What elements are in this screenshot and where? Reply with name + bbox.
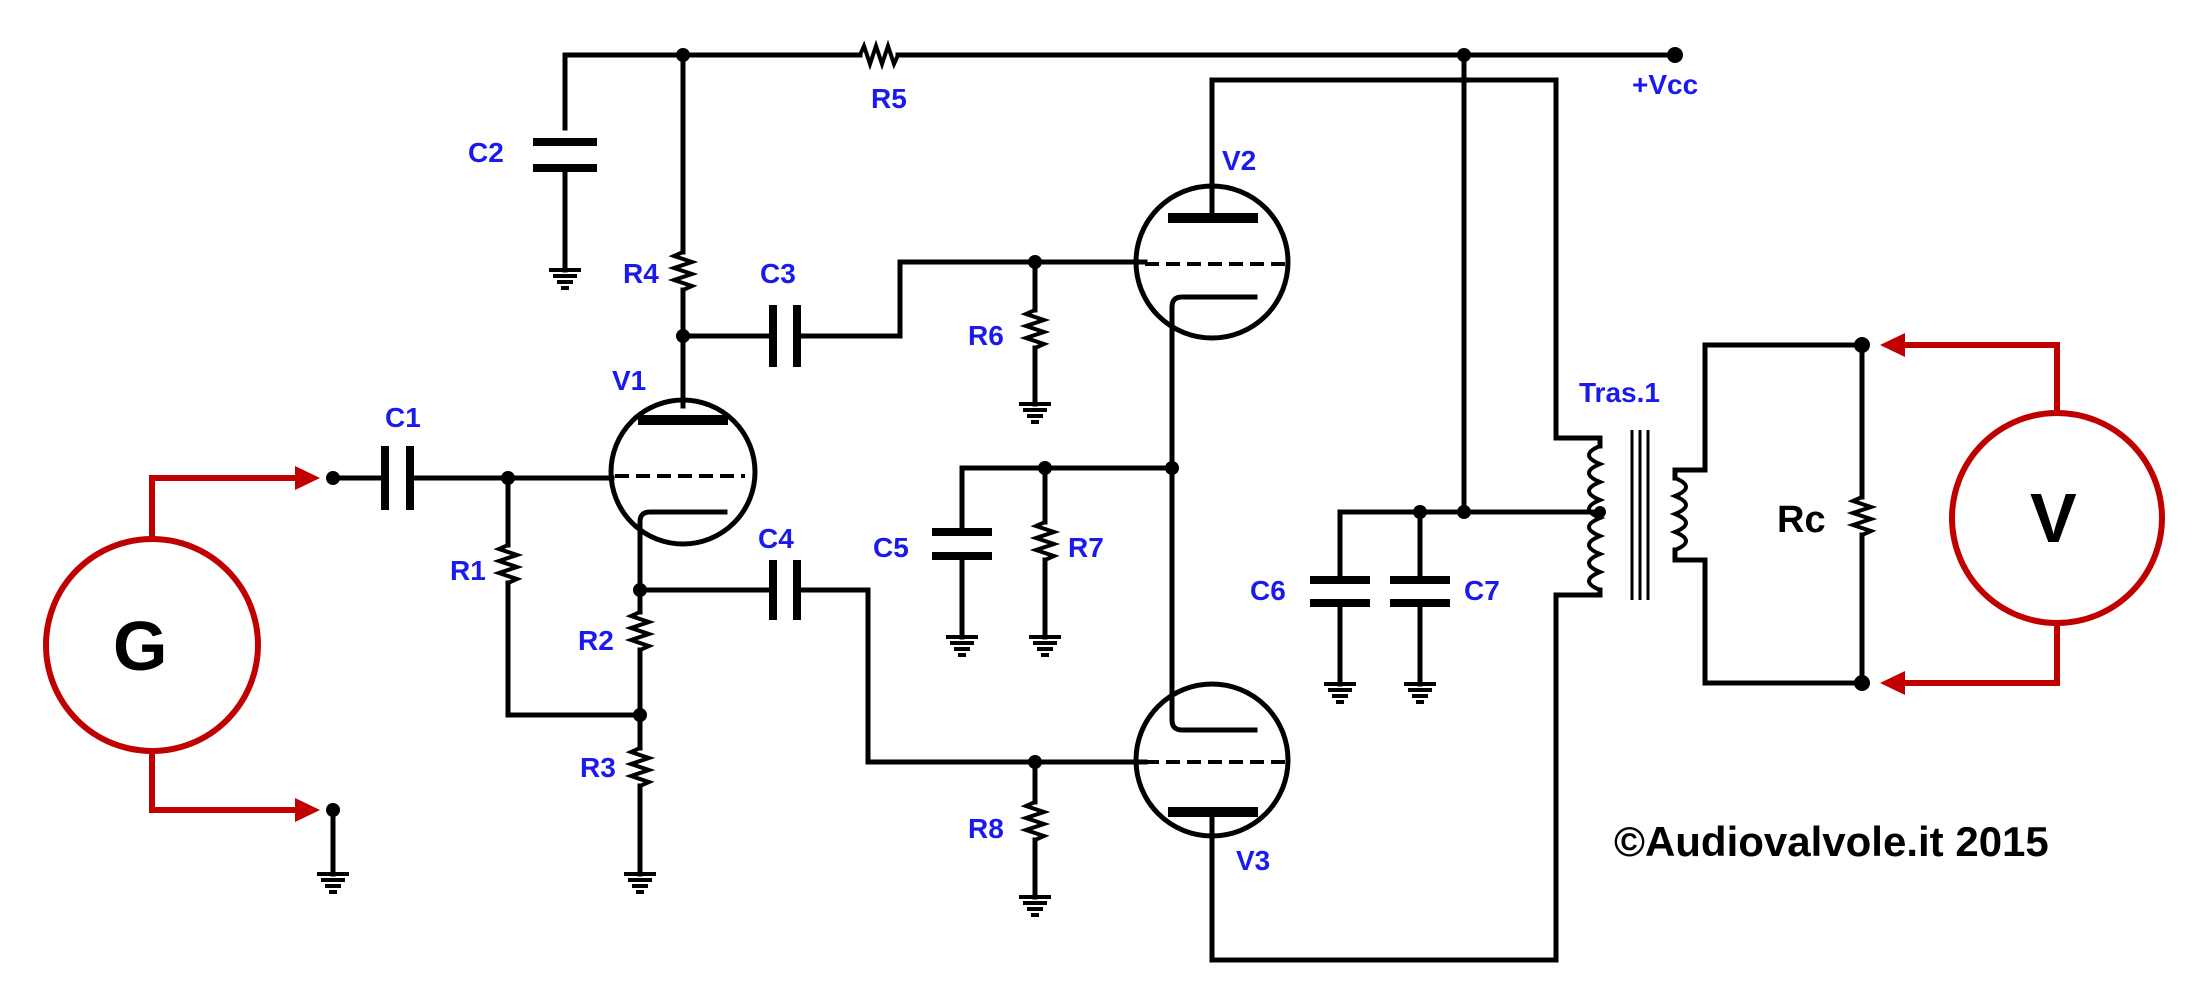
- signal-generator: [43, 466, 349, 892]
- generator-symbol: G: [113, 607, 167, 685]
- tube-v2: [1133, 77, 1559, 441]
- label-v1: V1: [612, 365, 646, 396]
- vcc-terminal: [1667, 47, 1683, 63]
- label-c1: C1: [385, 402, 421, 433]
- tube-v3: [1133, 592, 1559, 963]
- label-r5: R5: [871, 83, 907, 114]
- voltmeter-symbol: V: [2030, 479, 2077, 557]
- input-network: [326, 446, 643, 718]
- label-c6: C6: [1250, 575, 1286, 606]
- label-c3: C3: [760, 258, 796, 289]
- capacitor-c2: [533, 138, 597, 288]
- capacitor-c3: [680, 255, 1148, 367]
- label-v3: V3: [1236, 845, 1270, 876]
- label-r8: R8: [968, 813, 1004, 844]
- label-r7: R7: [1068, 532, 1104, 563]
- vcc-rail: [562, 47, 1683, 515]
- copyright-notice: ©Audiovalvole.it 2015: [1614, 818, 2049, 865]
- label-r2: R2: [578, 625, 614, 656]
- load-resistor-rc: [1846, 337, 1878, 691]
- label-r1: R1: [450, 555, 486, 586]
- label-r6: R6: [968, 320, 1004, 351]
- label-v2: V2: [1222, 145, 1256, 176]
- label-c4: C4: [758, 523, 794, 554]
- resistor-r6: [1019, 259, 1051, 422]
- tube-v1: [608, 342, 758, 547]
- supply-filter-caps: [1310, 505, 1471, 702]
- resistor-r8: [1019, 759, 1051, 915]
- v1-cathode-network: [624, 535, 1148, 892]
- label-rc: Rc: [1777, 499, 1826, 541]
- cathode-bias-network: [932, 327, 1179, 693]
- voltmeter: [1880, 333, 2165, 695]
- label-tras: Tras.1: [1579, 377, 1660, 408]
- label-c2: C2: [468, 137, 504, 168]
- label-vcc: +Vcc: [1632, 69, 1698, 100]
- label-c7: C7: [1464, 575, 1500, 606]
- label-r4: R4: [623, 258, 659, 289]
- resistor-r5: [857, 39, 901, 71]
- label-r3: R3: [580, 752, 616, 783]
- output-transformer: [1461, 342, 1865, 686]
- label-c5: C5: [873, 532, 909, 563]
